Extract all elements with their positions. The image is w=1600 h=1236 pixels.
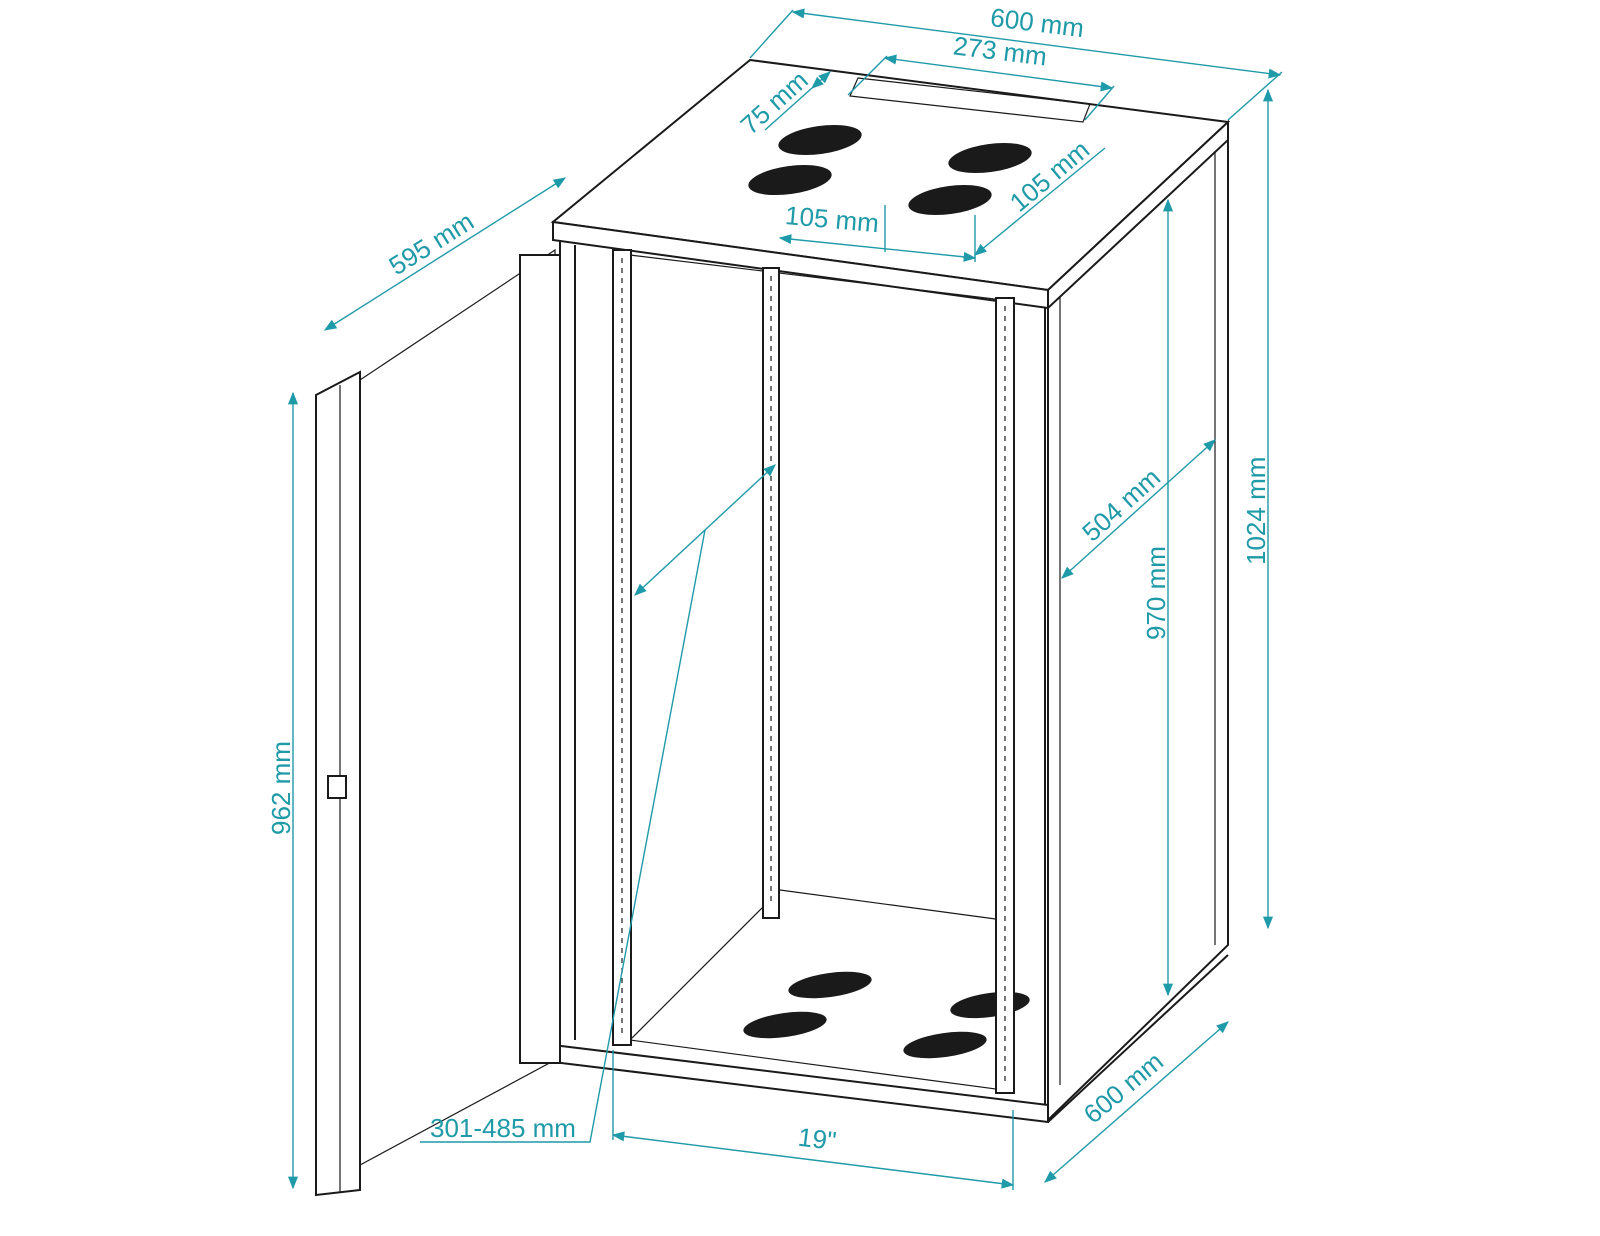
bottom-fan-vents: [743, 971, 1030, 1059]
top-fan-vents: [748, 124, 1032, 216]
glass-door: [315, 248, 561, 1197]
cabinet-drawing: [315, 58, 1231, 1197]
label-inner-height: 970 mm: [1141, 546, 1171, 640]
label-depth-top: 595 mm: [383, 206, 479, 281]
mounting-rails: [612, 249, 1015, 1094]
dimension-lines: [287, 8, 1283, 1190]
door-lock: [327, 775, 347, 799]
base-frame: [552, 1043, 1049, 1124]
label-rack-width: 19": [796, 1122, 838, 1156]
label-door-height: 962 mm: [266, 741, 296, 835]
label-total-height: 1024 mm: [1241, 457, 1271, 565]
label-rail-adjust: 301-485 mm: [430, 1113, 576, 1143]
